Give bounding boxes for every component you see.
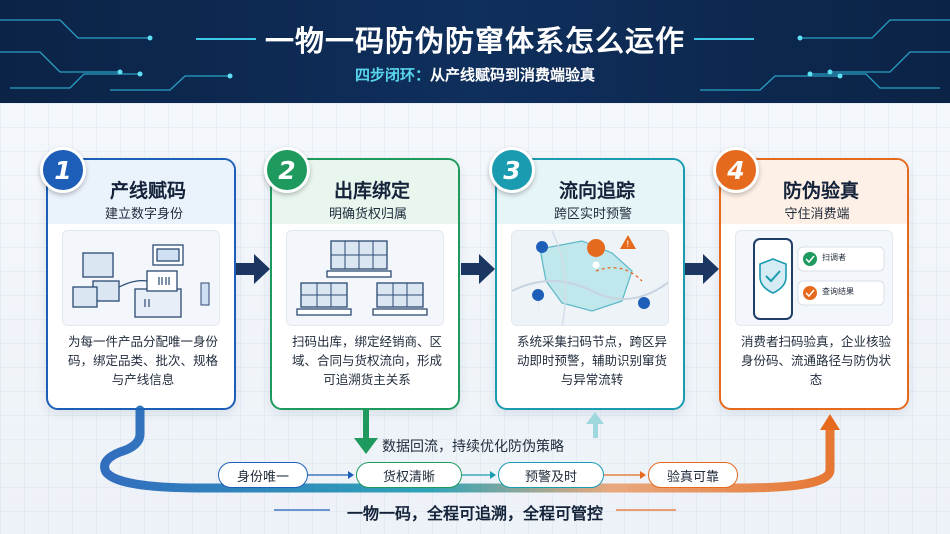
step-name: 流向追踪 xyxy=(558,180,635,202)
phone-row-2: 查询结果 xyxy=(822,287,854,296)
warehouse-pallets-illustration xyxy=(286,230,444,326)
pill-verify: 验真可靠 xyxy=(648,462,738,488)
step-badge-1: 1 xyxy=(40,147,86,193)
step-name: 产线赋码 xyxy=(109,180,186,202)
step-tag: 建立数字身份 xyxy=(104,207,183,222)
subtitle-rest: 从产线赋码到消费端验真 xyxy=(430,66,596,84)
step-tag: 守住消费端 xyxy=(784,207,850,222)
step-tag: 跨区实时预警 xyxy=(553,207,632,222)
phone-shield-icon xyxy=(753,238,885,320)
step-card-3: 流向追踪 跨区实时预警 ! 系统采集扫码节点，跨区异动即时预警，辅助识别窜货与异… xyxy=(495,158,685,410)
pill-warning: 预警及时 xyxy=(498,462,604,488)
step-card-4: 防伪验真 守住消费端 扫调者 查询结果 消费者扫码验真，企业核验身份码、流通路径… xyxy=(719,158,909,410)
arrow-right-icon xyxy=(236,254,270,284)
svg-text:!: ! xyxy=(626,240,630,250)
title-line-right xyxy=(694,38,754,40)
step-card-1: 产线赋码 建立数字身份 为每一件产品分配唯一身份码，绑定品类、批次、规格与产线信… xyxy=(46,158,236,410)
step-name: 出库绑定 xyxy=(333,180,410,202)
arrow-right-icon xyxy=(685,254,719,284)
step-card-2: 出库绑定 明确货权归属 扫码出库，绑定经销商、区域、合同与货权流向，形成可追溯货… xyxy=(270,158,460,410)
title-line-left xyxy=(196,38,256,40)
step-badge-2: 2 xyxy=(264,147,310,193)
step-badge-4: 4 xyxy=(713,147,759,193)
circuit-decoration xyxy=(0,19,950,91)
phone-row-1: 扫调者 xyxy=(822,253,846,262)
page-subtitle: 四步闭环：从产线赋码到消费端验真 xyxy=(0,64,950,85)
subtitle-prefix: 四步闭环： xyxy=(354,66,430,84)
arrow-right-icon xyxy=(461,254,495,284)
step-description: 扫码出库，绑定经销商、区域、合同与货权流向，形成可追溯货主关系 xyxy=(291,334,442,387)
page-title: 一物一码防伪防窜体系怎么运作 xyxy=(264,24,685,58)
feedback-label: 数据回流，持续优化防伪策略 xyxy=(382,439,564,455)
feedback-loop-graphic xyxy=(100,405,840,511)
step-tag: 明确货权归属 xyxy=(328,207,407,222)
step-description: 系统采集扫码节点，跨区异动即时预警，辅助识别窜货与异常流转 xyxy=(516,334,667,387)
production-line-illustration xyxy=(62,230,220,326)
tracking-map-illustration: ! xyxy=(511,230,669,326)
step-name: 防伪验真 xyxy=(782,180,859,202)
footer-slogan: 一物一码，全程可追溯，全程可管控 xyxy=(346,504,603,523)
map-icon: ! xyxy=(512,231,668,325)
boxes-machine-icon xyxy=(72,244,210,318)
header-banner: 一物一码防伪防窜体系怎么运作 四步闭环：从产线赋码到消费端验真 xyxy=(0,0,950,103)
consumer-verify-illustration: 扫调者 查询结果 xyxy=(735,230,893,326)
map-pin-icon xyxy=(587,239,606,277)
step-description: 消费者扫码验真，企业核验身份码、流通路径与防伪状态 xyxy=(740,334,891,387)
step-badge-3: 3 xyxy=(489,147,535,193)
pill-identity: 身份唯一 xyxy=(218,462,308,488)
pill-ownership: 货权清晰 xyxy=(356,462,462,488)
pallets-icon xyxy=(296,240,428,316)
step-description: 为每一件产品分配唯一身份码，绑定品类、批次、规格与产线信息 xyxy=(67,334,218,387)
